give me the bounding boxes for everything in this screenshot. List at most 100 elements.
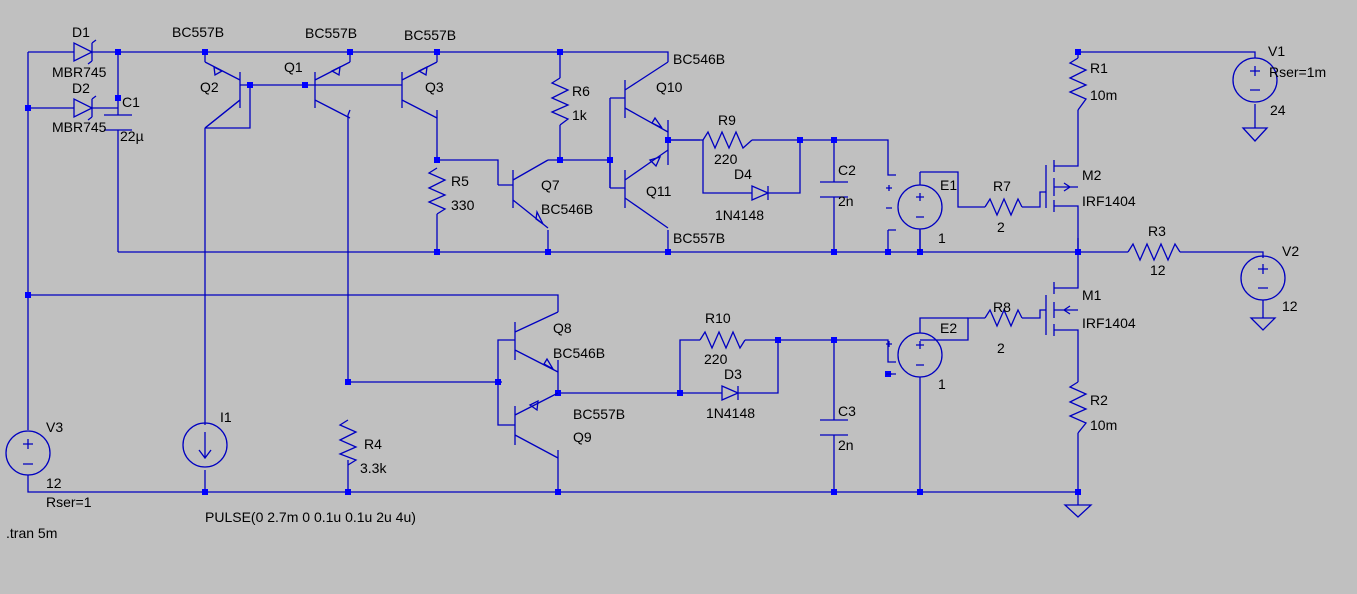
c3-capacitor-symbol[interactable] <box>820 419 848 436</box>
e2-label: E2 <box>940 320 957 336</box>
v1-ground-symbol <box>1241 127 1269 142</box>
d1-model-label: MBR745 <box>52 64 107 80</box>
d4-model-label: 1N4148 <box>715 207 764 223</box>
v2-label: V2 <box>1282 243 1299 259</box>
v2-source-symbol[interactable] <box>1240 255 1286 301</box>
d1-label: D1 <box>72 24 90 40</box>
d1-diode-symbol[interactable] <box>60 39 108 65</box>
e1-label: E1 <box>940 177 957 193</box>
m1-label: M1 <box>1082 287 1102 303</box>
c2-label: C2 <box>838 162 856 178</box>
r1-value-label: 10m <box>1090 87 1117 103</box>
v1-value-label: 24 <box>1270 102 1286 118</box>
q2-label: Q2 <box>200 79 219 95</box>
v2-value-label: 12 <box>1282 298 1298 314</box>
r2-resistor-symbol[interactable] <box>1068 381 1088 434</box>
main-ground-symbol <box>1063 504 1093 518</box>
r1-resistor-symbol[interactable] <box>1068 57 1088 111</box>
r7-value-label: 2 <box>997 219 1005 235</box>
e2-gain-label: 1 <box>938 376 946 392</box>
r3-label: R3 <box>1148 223 1166 239</box>
e2-source-symbol[interactable] <box>886 317 968 380</box>
c2-value-label: 2n <box>838 193 854 209</box>
v3-rser-label: Rser=1 <box>46 494 92 510</box>
m1-mosfet-symbol[interactable] <box>1045 282 1079 336</box>
r8-value-label: 2 <box>997 340 1005 356</box>
c1-value-label: 22µ <box>120 128 144 144</box>
r5-value-label: 330 <box>451 197 475 213</box>
e1-gain-label: 1 <box>938 230 946 246</box>
r2-label: R2 <box>1090 392 1108 408</box>
c1-label: C1 <box>122 94 140 110</box>
q11-transistor-symbol[interactable] <box>624 149 669 229</box>
d2-model-label: MBR745 <box>52 119 107 135</box>
q3-label: Q3 <box>425 79 444 95</box>
r4-value-label: 3.3k <box>360 460 387 476</box>
v1-label: V1 <box>1268 43 1285 59</box>
q8-transistor-symbol[interactable] <box>514 311 559 373</box>
m2-label: M2 <box>1082 167 1102 183</box>
r2-value-label: 10m <box>1090 417 1117 433</box>
r6-resistor-symbol[interactable] <box>550 77 570 126</box>
q1-label: Q1 <box>284 59 303 75</box>
m1-model-label: IRF1404 <box>1082 315 1136 331</box>
d3-model-label: 1N4148 <box>706 405 755 421</box>
r3-resistor-symbol[interactable] <box>1127 242 1181 262</box>
c1-capacitor-symbol[interactable] <box>104 114 132 131</box>
c3-value-label: 2n <box>838 437 854 453</box>
q1-transistor-symbol[interactable] <box>314 61 351 119</box>
d3-label: D3 <box>724 366 742 382</box>
v3-source-symbol[interactable] <box>5 430 51 476</box>
v2-ground-symbol <box>1249 317 1277 331</box>
r8-label: R8 <box>993 299 1011 315</box>
q7-transistor-symbol[interactable] <box>498 159 549 229</box>
c2-capacitor-symbol[interactable] <box>820 181 848 198</box>
junctions <box>25 49 1081 495</box>
c3-label: C3 <box>838 403 856 419</box>
q11-model-label: BC557B <box>673 230 725 246</box>
v1-source-symbol[interactable] <box>1232 57 1278 103</box>
q1-model-label: BC557B <box>305 25 357 41</box>
d3-diode-symbol[interactable] <box>721 385 760 401</box>
q10-model-label: BC546B <box>673 51 725 67</box>
d2-diode-symbol[interactable] <box>60 95 108 121</box>
q7-label: Q7 <box>541 177 560 193</box>
q9-model-label: BC557B <box>573 406 625 422</box>
r9-value-label: 220 <box>714 151 738 167</box>
d4-label: D4 <box>734 166 752 182</box>
labels: D1 MBR745 D2 MBR745 C1 22µ BC557B Q2 BC5… <box>6 24 1326 541</box>
q9-label: Q9 <box>573 429 592 445</box>
d2-label: D2 <box>72 80 90 96</box>
r9-label: R9 <box>718 112 736 128</box>
e1-source-symbol[interactable] <box>886 172 943 252</box>
q3-model-label: BC557B <box>404 27 456 43</box>
q7-model-label: BC546B <box>541 201 593 217</box>
r10-value-label: 220 <box>704 351 728 367</box>
q10-transistor-symbol[interactable] <box>624 61 669 133</box>
r4-resistor-symbol[interactable] <box>338 419 358 466</box>
r3-value-label: 12 <box>1150 262 1166 278</box>
r8-resistor-symbol[interactable] <box>984 308 1023 328</box>
r9-resistor-symbol[interactable] <box>702 130 753 150</box>
q10-label: Q10 <box>656 79 683 95</box>
r10-label: R10 <box>705 310 731 326</box>
r5-resistor-symbol[interactable] <box>427 167 447 215</box>
v1-rser-label: Rser=1m <box>1269 64 1326 80</box>
v3-label: V3 <box>46 419 63 435</box>
i1-value-label: PULSE(0 2.7m 0 0.1u 0.1u 2u 4u) <box>205 509 416 525</box>
r7-resistor-symbol[interactable] <box>984 197 1023 217</box>
q2-transistor-symbol[interactable] <box>204 61 241 129</box>
r7-label: R7 <box>993 178 1011 194</box>
q11-label: Q11 <box>646 183 672 199</box>
q9-transistor-symbol[interactable] <box>514 392 559 459</box>
q8-model-label: BC546B <box>553 345 605 361</box>
q3-transistor-symbol[interactable] <box>390 61 438 119</box>
m2-model-label: IRF1404 <box>1082 193 1136 209</box>
m2-mosfet-symbol[interactable] <box>1045 160 1079 212</box>
i1-current-source-symbol[interactable] <box>182 422 228 468</box>
r10-resistor-symbol[interactable] <box>699 330 746 350</box>
d4-diode-symbol[interactable] <box>733 185 770 201</box>
r5-label: R5 <box>451 173 469 189</box>
